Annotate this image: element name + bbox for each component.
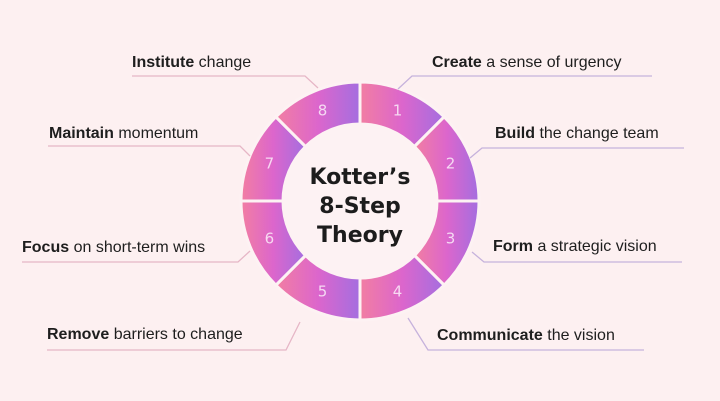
step-label-3: Form a strategic vision xyxy=(493,238,657,255)
step-label-8: Institute change xyxy=(132,54,251,71)
leader-line-7 xyxy=(48,145,251,157)
step-number-1: 1 xyxy=(393,101,403,119)
step-label-6: Focus on short-term wins xyxy=(22,239,205,256)
step-number-6: 6 xyxy=(265,230,275,248)
step-label-2: Build the change team xyxy=(495,125,659,142)
step-label-4: Communicate the vision xyxy=(437,327,615,344)
wheel-center xyxy=(283,124,437,278)
leader-line-3 xyxy=(471,251,682,263)
step-number-7: 7 xyxy=(265,154,275,172)
step-number-3: 3 xyxy=(446,230,456,248)
leader-lines xyxy=(22,75,684,351)
step-label-5: Remove barriers to change xyxy=(47,326,243,343)
title-line-1: Kotter’s xyxy=(310,165,411,190)
leader-line-6 xyxy=(22,250,251,263)
step-number-8: 8 xyxy=(318,101,328,119)
step-number-5: 5 xyxy=(318,283,328,301)
step-number-2: 2 xyxy=(446,154,456,172)
leader-line-1 xyxy=(397,75,652,90)
leader-line-5 xyxy=(47,321,301,351)
leader-line-2 xyxy=(469,147,684,159)
step-label-1: Create a sense of urgency xyxy=(432,54,621,71)
leader-line-8 xyxy=(132,75,319,89)
title-line-3: Theory xyxy=(317,223,403,248)
leader-line-4 xyxy=(407,317,644,351)
title-line-2: 8-Step xyxy=(319,194,400,219)
step-label-7: Maintain momentum xyxy=(49,125,198,142)
step-number-4: 4 xyxy=(393,283,403,301)
